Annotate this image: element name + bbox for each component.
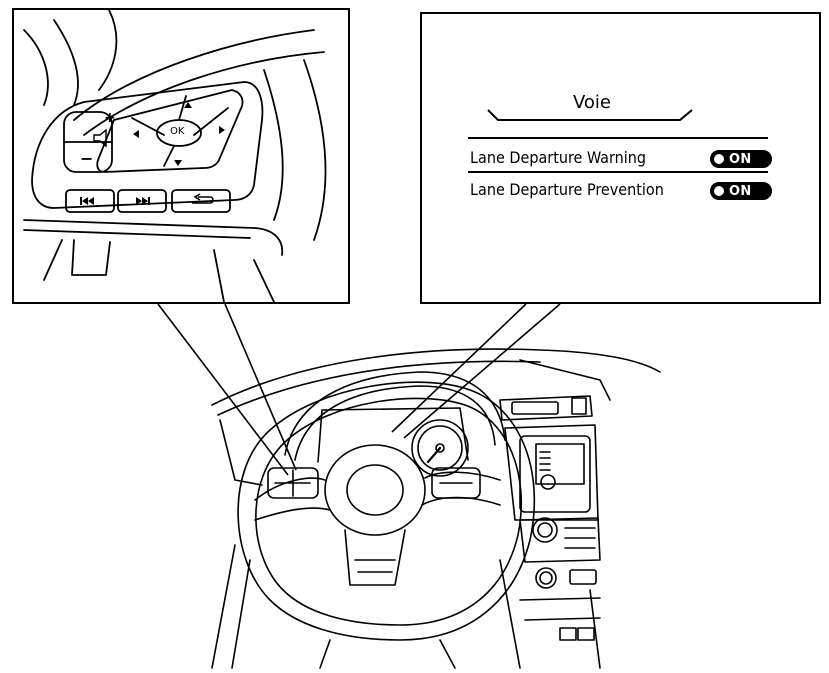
toggle-state: ON bbox=[729, 151, 752, 167]
ok-button-label: OK bbox=[170, 126, 185, 137]
lane-departure-warning-toggle[interactable]: ON bbox=[710, 150, 772, 168]
menu-header-frame bbox=[487, 109, 693, 121]
menu-title: Voie bbox=[572, 92, 611, 113]
toggle-knob-icon bbox=[714, 186, 724, 196]
menu-item-label: Lane Departure Prevention bbox=[470, 180, 664, 199]
menu-divider-top bbox=[468, 137, 768, 139]
toggle-state: ON bbox=[729, 183, 752, 199]
svg-text:−: − bbox=[80, 149, 93, 168]
menu-item-lane-departure-warning[interactable]: Lane Departure Warning ON bbox=[470, 145, 780, 171]
lane-departure-prevention-toggle[interactable]: ON bbox=[710, 182, 772, 200]
menu-item-label: Lane Departure Warning bbox=[470, 148, 647, 167]
lane-settings-display-callout: Voie Lane Departure Warning ON Lane Depa… bbox=[420, 12, 821, 304]
steering-switch-callout: + − OK bbox=[12, 8, 350, 304]
svg-text:+: + bbox=[104, 110, 116, 126]
steering-switch-illustration: + − bbox=[23, 10, 327, 302]
menu-divider-middle bbox=[468, 171, 768, 173]
toggle-knob-icon bbox=[714, 154, 724, 164]
menu-item-lane-departure-prevention[interactable]: Lane Departure Prevention ON bbox=[470, 177, 780, 203]
